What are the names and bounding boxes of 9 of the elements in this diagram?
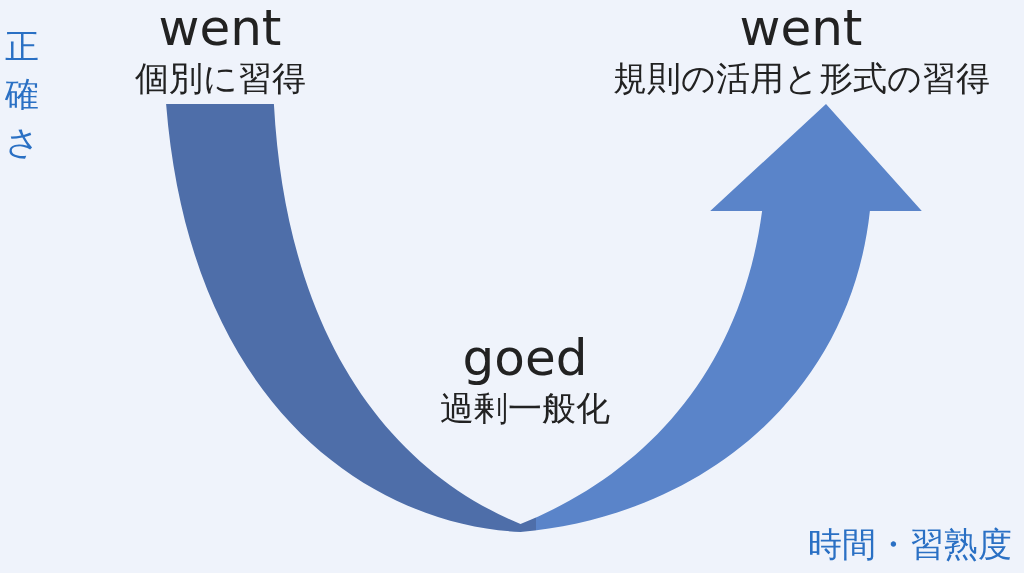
stage-description: 規則の活用と形式の習得 [611,57,991,100]
verb-form: went [738,0,864,56]
axis-label: 正確さ [4,25,40,164]
axis-label: 時間・習熟度 [808,523,1012,566]
stage-description: 個別に習得 [133,57,307,100]
stage-description: 過剰一般化 [439,387,611,430]
verb-form: went [157,0,283,56]
verb-form: goed [461,330,589,386]
curved-arrow [166,104,922,532]
